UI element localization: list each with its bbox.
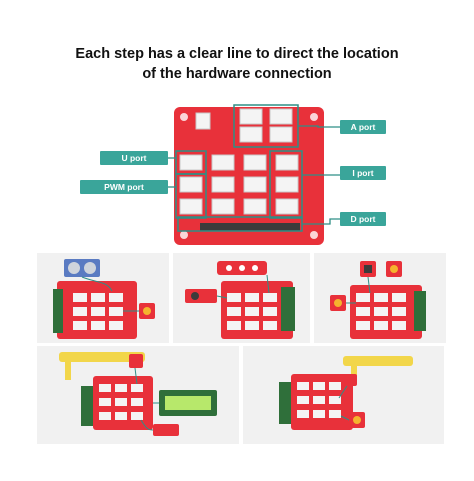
soil-sensor-lcd-wiring: [59, 352, 217, 436]
button-module-wiring: [185, 261, 295, 339]
example-panel-soil: [243, 346, 444, 444]
i-port-label: I port: [340, 166, 386, 180]
heading: Each step has a clear line to direct the…: [0, 44, 474, 84]
ultrasonic-sensor-wiring: [53, 259, 155, 339]
example-panel-soil-lcd: [37, 346, 239, 444]
heading-line-2: of the hardware connection: [142, 66, 332, 82]
d-port-label: D port: [340, 212, 386, 226]
u-port-label: U port: [100, 151, 168, 165]
pwm-port-label: PWM port: [80, 180, 168, 194]
led-module-wiring: [330, 261, 426, 339]
a-port-label: A port: [340, 120, 386, 134]
example-panel-button: [173, 253, 310, 343]
example-panel-led: [314, 253, 446, 343]
soil-sensor-wiring: [279, 356, 413, 430]
board-diagram: A port U port I port PWM port D port: [0, 95, 474, 255]
expansion-board-illustration: [168, 104, 340, 245]
example-panel-ultrasonic: [37, 253, 169, 343]
heading-line-1: Each step has a clear line to direct the…: [75, 46, 399, 62]
